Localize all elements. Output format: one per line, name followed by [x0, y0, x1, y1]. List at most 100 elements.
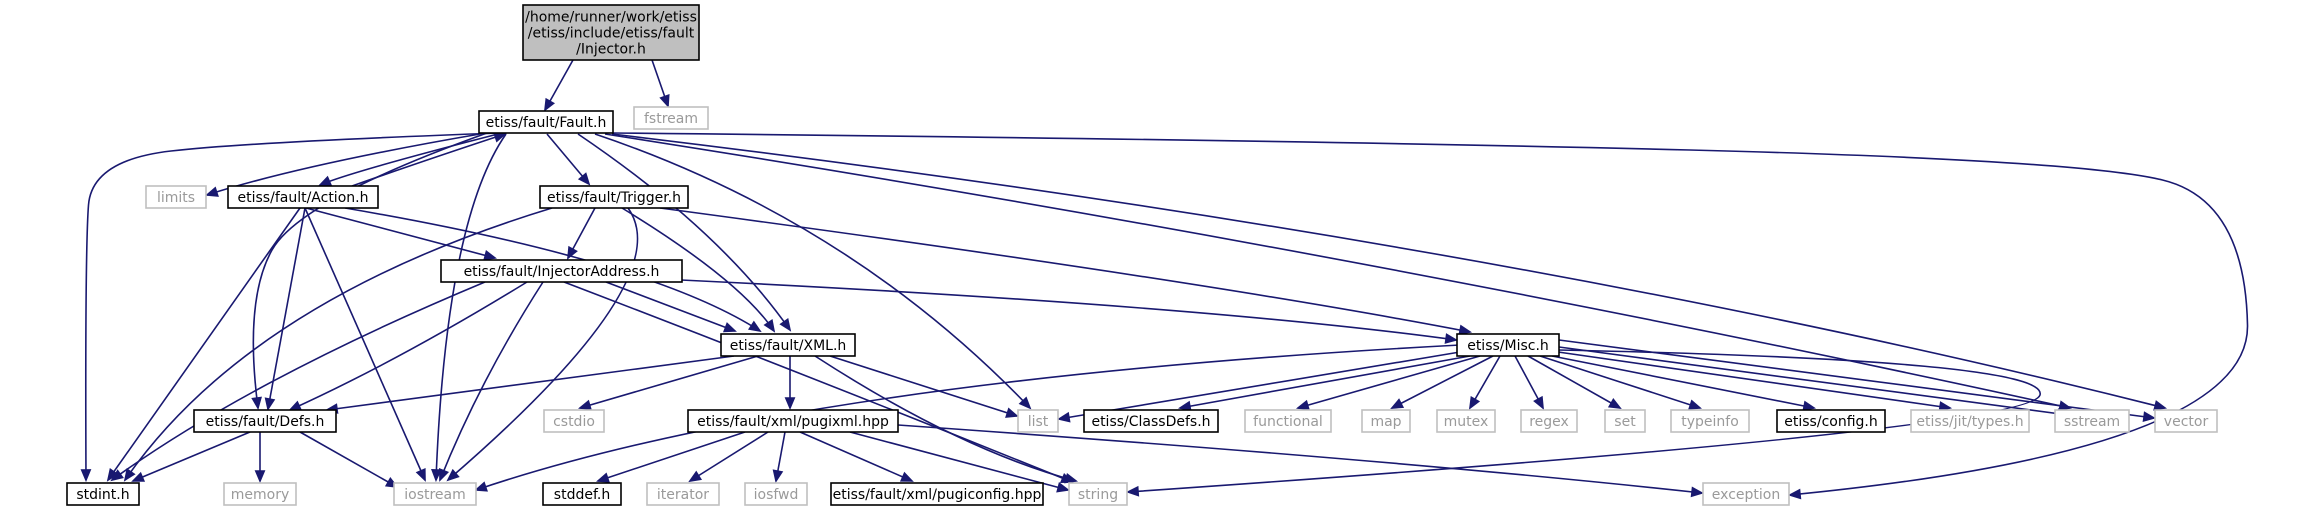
node-box — [478, 110, 614, 134]
arrowhead — [438, 467, 450, 482]
edge-action-to-injaddr — [305, 207, 497, 261]
edge-line — [252, 132, 488, 409]
node-label: typeinfo — [1681, 414, 1739, 430]
arrowhead — [1458, 324, 1473, 336]
node-label: etiss/fault/xml/pugixml.hpp — [697, 414, 889, 430]
edge-misc-to-regex — [1514, 355, 1544, 410]
edge-defs-to-memory — [254, 432, 266, 484]
node-label: etiss/config.h — [1784, 414, 1877, 430]
arrowhead — [688, 470, 703, 483]
node-cstdio: cstdio — [543, 409, 605, 433]
edge-line — [849, 431, 1069, 491]
arrowhead — [1056, 482, 1070, 493]
edge-fault-to-exception — [612, 132, 2249, 500]
node-fault[interactable]: etiss/fault/Fault.h — [478, 110, 614, 134]
arrowhead — [659, 94, 670, 108]
arrowhead — [415, 467, 426, 482]
node-label: iostream — [404, 487, 466, 503]
arrowhead — [567, 245, 578, 260]
node-misc[interactable]: etiss/Misc.h — [1456, 333, 1560, 357]
node-label: limits — [157, 190, 195, 206]
arrowhead — [577, 172, 591, 186]
edge-line — [829, 355, 1018, 417]
arrowhead — [543, 97, 555, 112]
node-xml[interactable]: etiss/fault/XML.h — [720, 333, 856, 357]
edge-injaddr-to-iostream — [438, 281, 544, 482]
arrowhead — [483, 250, 497, 261]
edge-line — [107, 207, 301, 481]
node-pugiconfig[interactable]: etiss/fault/xml/pugiconfig.hpp — [830, 482, 1044, 506]
node-functional: functional — [1244, 409, 1332, 433]
node-label: cstdio — [553, 414, 595, 430]
edge-misc-to-classdefs — [1177, 355, 1471, 412]
node-defs[interactable]: etiss/fault/Defs.h — [193, 409, 337, 433]
node-box — [1670, 409, 1750, 433]
node-label: etiss/fault/XML.h — [730, 338, 847, 354]
edge-line — [299, 431, 398, 488]
node-action[interactable]: etiss/fault/Action.h — [227, 185, 379, 209]
edge-line — [124, 207, 553, 481]
edge-line — [597, 431, 746, 482]
node-stdint[interactable]: stdint.h — [66, 482, 140, 506]
node-box — [393, 482, 477, 506]
edge-line — [814, 355, 1077, 482]
edge-defs-to-stdint — [131, 431, 251, 482]
node-config[interactable]: etiss/config.h — [1776, 409, 1886, 433]
node-vector: vector — [2154, 409, 2218, 433]
arrowhead — [1125, 485, 1140, 497]
edge-trigger-to-injaddr — [567, 207, 596, 260]
node-box — [66, 482, 140, 506]
edge-xml-to-list — [829, 355, 1019, 418]
node-box — [687, 409, 899, 433]
edge-line — [439, 281, 544, 481]
node-box — [539, 185, 689, 209]
node-label: string — [1078, 487, 1118, 503]
edge-misc-to-iostream — [474, 344, 1461, 492]
edge-fault-to-trigger — [546, 133, 591, 186]
node-root[interactable]: /home/runner/work/etiss/etiss/include/et… — [522, 4, 700, 61]
edge-line — [267, 207, 306, 410]
edge-pugixml-to-pugiconfig — [799, 431, 914, 482]
node-label: etiss/fault/InjectorAddress.h — [464, 264, 660, 280]
edge-line — [659, 207, 1471, 333]
arrowhead — [205, 186, 219, 197]
node-box — [1244, 409, 1332, 433]
arrowhead — [596, 472, 610, 483]
node-label: etiss/Misc.h — [1467, 338, 1549, 354]
edge-line — [621, 207, 775, 332]
node-injaddr[interactable]: etiss/fault/InjectorAddress.h — [440, 259, 683, 283]
node-trigger[interactable]: etiss/fault/Trigger.h — [539, 185, 689, 209]
node-map: map — [1361, 409, 1411, 433]
node-label: sstream — [2064, 414, 2120, 430]
node-box — [1361, 409, 1411, 433]
edge-misc-to-typeinfo — [1539, 355, 1702, 410]
node-box — [2154, 409, 2218, 433]
node-classdefs[interactable]: etiss/ClassDefs.h — [1083, 409, 1219, 433]
node-memory: memory — [223, 482, 297, 506]
node-iterator: iterator — [646, 482, 720, 506]
node-box — [522, 4, 700, 61]
node-box — [744, 482, 808, 506]
arrowhead — [80, 469, 92, 483]
node-box — [1910, 409, 2030, 433]
node-label: etiss/fault/xml/pugiconfig.hpp — [833, 487, 1042, 503]
node-stddef[interactable]: stddef.h — [542, 482, 622, 506]
node-box — [1436, 409, 1496, 433]
arrowhead — [578, 399, 592, 411]
edge-line — [680, 279, 1457, 341]
edge-line — [1557, 351, 1951, 409]
edge-injaddr-to-misc — [680, 279, 1459, 344]
node-box — [193, 409, 337, 433]
edge-line — [579, 355, 759, 409]
edge-fault-to-list — [594, 133, 1032, 410]
edge-line — [1179, 355, 1471, 409]
edge-injaddr-to-xml — [605, 281, 737, 333]
arrowhead — [446, 468, 460, 482]
edge-misc-to-string — [1125, 349, 2041, 497]
node-label: regex — [1529, 414, 1569, 430]
node-box — [223, 482, 297, 506]
edge-fault-to-action — [318, 133, 499, 186]
node-pugixml[interactable]: etiss/fault/xml/pugixml.hpp — [687, 409, 899, 433]
arrowhead — [318, 175, 333, 186]
arrowhead — [474, 481, 488, 492]
